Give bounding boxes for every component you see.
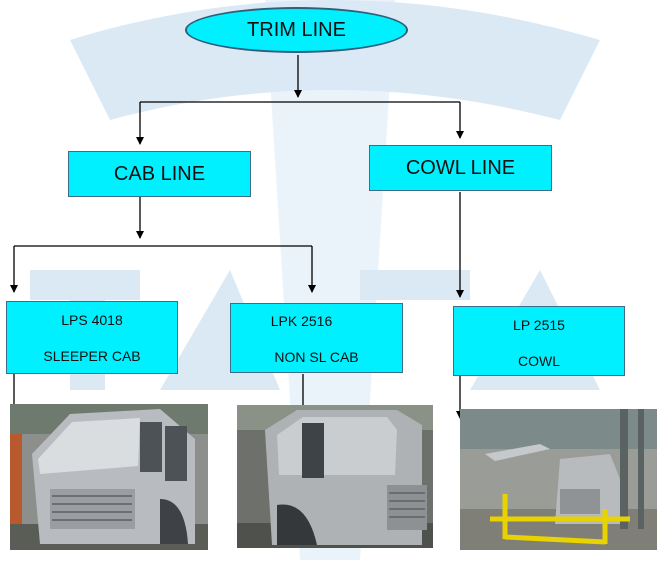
lp-2515-model: LP 2515 [513,317,565,333]
cab-line-node: CAB LINE [68,151,251,197]
lp-2515-type: COWL [518,353,560,369]
lp-2515-node: LP 2515 COWL [453,306,625,376]
trim-line-node: TRIM LINE [185,7,408,53]
trim-line-label: TRIM LINE [247,18,346,41]
non-sleeper-cab-photo [237,405,433,548]
lpk-2516-type: NON SL CAB [274,349,359,365]
lpk-2516-model: LPK 2516 [270,313,333,329]
cowl-line-node: COWL LINE [369,145,552,191]
cowl-line-label: COWL LINE [405,156,516,179]
lps-4018-type: SLEEPER CAB [43,348,141,364]
lps-4018-node: LPS 4018 SLEEPER CAB [6,301,178,374]
sleeper-cab-photo [10,404,208,550]
cowl-photo [460,409,657,550]
lpk-2516-node: LPK 2516 NON SL CAB [230,303,403,373]
lps-4018-model: LPS 4018 [61,312,123,328]
cab-line-label: CAB LINE [113,162,206,185]
